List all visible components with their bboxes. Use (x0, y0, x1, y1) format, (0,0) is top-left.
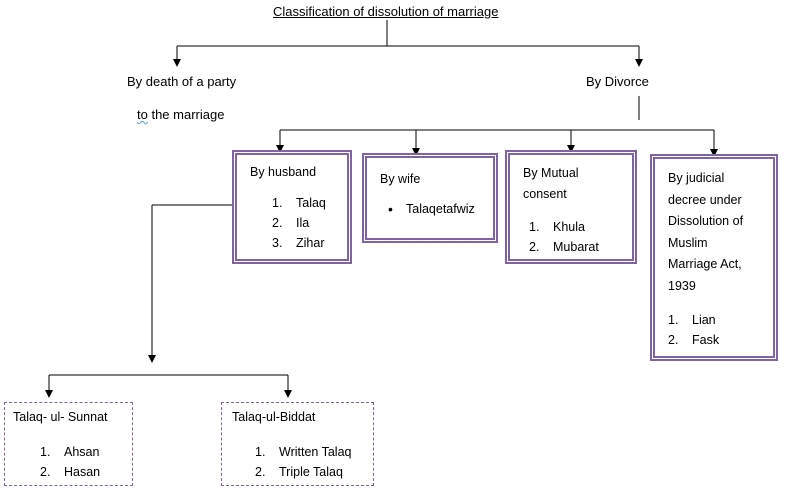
sunnat-title: Talaq- ul- Sunnat (13, 410, 108, 424)
husband-title: By husband (250, 165, 317, 179)
judicial-box: By judicial decree under Dissolution of … (653, 157, 775, 358)
spellcheck-word: to (137, 107, 148, 122)
biddat-box: Talaq-ul-Biddat 1.Written Talaq 2.Triple… (221, 402, 374, 486)
sunnat-list: 1.Ahsan 2.Hasan (40, 442, 132, 482)
mutual-list: 1.Khula 2.Mubarat (529, 217, 632, 257)
list-item: 2.Hasan (40, 465, 101, 479)
list-item: 1.Lian (668, 313, 716, 327)
diagram-title: Classification of dissolution of marriag… (273, 4, 499, 19)
list-item: 2.Triple Talaq (255, 465, 343, 479)
list-item: 1.Khula (529, 220, 585, 234)
bullet-icon: • (388, 201, 393, 217)
list-item: 1.Written Talaq (255, 445, 352, 459)
mutual-title: By Mutual consent (523, 166, 579, 201)
wife-box: By wife •Talaqetafwiz (365, 156, 495, 240)
list-item: 3.Zihar (272, 236, 325, 250)
branch-death-line2: to the marriage (137, 107, 224, 123)
husband-box: By husband 1.Talaq 2.Ila 3.Zihar (235, 153, 349, 261)
judicial-list: 1.Lian 2.Fask (668, 310, 773, 350)
sunnat-box: Talaq- ul- Sunnat 1.Ahsan 2.Hasan (4, 402, 133, 486)
branch-death-line1: By death of a party (127, 74, 237, 89)
biddat-list: 1.Written Talaq 2.Triple Talaq (255, 442, 373, 482)
list-item: •Talaqetafwiz (388, 201, 475, 217)
branch-divorce: By Divorce (586, 74, 649, 89)
list-item: 1.Ahsan (40, 445, 100, 459)
list-item: 2.Mubarat (529, 240, 599, 254)
wife-title: By wife (380, 172, 421, 186)
wife-list: •Talaqetafwiz (388, 201, 493, 217)
list-item: 2.Fask (668, 333, 720, 347)
husband-list: 1.Talaq 2.Ila 3.Zihar (272, 193, 347, 253)
list-item: 2.Ila (272, 216, 310, 230)
biddat-title: Talaq-ul-Biddat (232, 410, 316, 424)
branch-death-line2-rest: the marriage (147, 107, 225, 122)
judicial-title: By judicial decree under Dissolution of … (668, 171, 744, 293)
mutual-box: By Mutual consent 1.Khula 2.Mubarat (508, 153, 634, 261)
list-item: 1.Talaq (272, 196, 326, 210)
